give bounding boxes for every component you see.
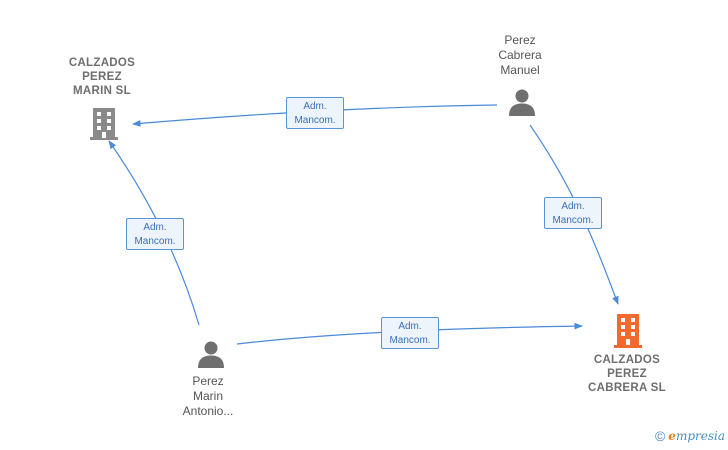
person-label-perez-marin-antonio[interactable]: Perez Marin Antonio... (182, 374, 234, 418)
edge-label-manuel-cabrera[interactable]: Adm. Mancom. (544, 197, 602, 229)
company-label-calzados-perez-cabrera[interactable]: CALZADOS PEREZ CABRERA SL (588, 354, 666, 394)
edge-label-antonio-cabrera[interactable]: Adm. Mancom. (381, 317, 439, 349)
copyright-symbol: © (654, 428, 666, 444)
building-icon[interactable] (612, 312, 644, 348)
person-icon[interactable] (197, 340, 225, 368)
person-label-perez-cabrera-manuel[interactable]: Perez Cabrera Manuel (498, 33, 542, 77)
building-icon[interactable] (88, 106, 120, 140)
person-icon[interactable] (508, 88, 536, 116)
edge-label-antonio-marin[interactable]: Adm. Mancom. (126, 218, 184, 250)
edge-manuel-to-marin (132, 104, 498, 127)
brand-footer: © empresia (655, 428, 725, 444)
brand-logo: empresia (668, 429, 725, 443)
edge-label-manuel-marin[interactable]: Adm. Mancom. (286, 97, 344, 129)
company-label-calzados-perez-marin[interactable]: CALZADOS PEREZ MARIN SL (68, 57, 136, 97)
